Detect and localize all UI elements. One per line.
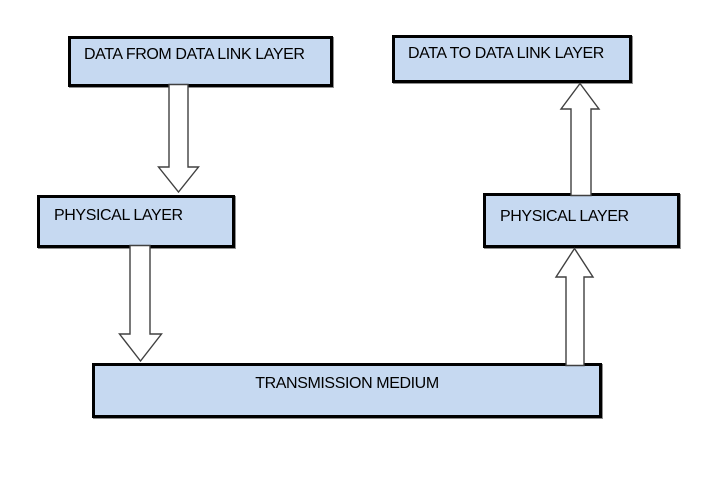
arrow-down-data-from-to-physical-left-icon xyxy=(157,83,200,194)
arrow-up-transmission-to-physical-right-icon xyxy=(554,247,595,367)
arrow-up-physical-right-to-data-to-icon xyxy=(559,82,601,197)
box-transmission-label: TRANSMISSION MEDIUM xyxy=(255,375,439,392)
box-physical-layer-left: PHYSICAL LAYER xyxy=(37,195,235,248)
box-physical-layer-right: PHYSICAL LAYER xyxy=(483,193,680,248)
box-data-to-data-link-layer: DATA TO DATA LINK LAYER xyxy=(392,35,632,83)
box-data-from-data-link-layer: DATA FROM DATA LINK LAYER xyxy=(68,36,333,87)
box-physical-left-label: PHYSICAL LAYER xyxy=(54,207,183,224)
box-data-to-label: DATA TO DATA LINK LAYER xyxy=(408,45,604,62)
box-data-from-label: DATA FROM DATA LINK LAYER xyxy=(84,46,305,63)
arrow-down-physical-left-to-transmission-icon xyxy=(118,244,163,363)
box-transmission-medium: TRANSMISSION MEDIUM xyxy=(92,363,602,418)
box-physical-right-label: PHYSICAL LAYER xyxy=(500,208,629,225)
